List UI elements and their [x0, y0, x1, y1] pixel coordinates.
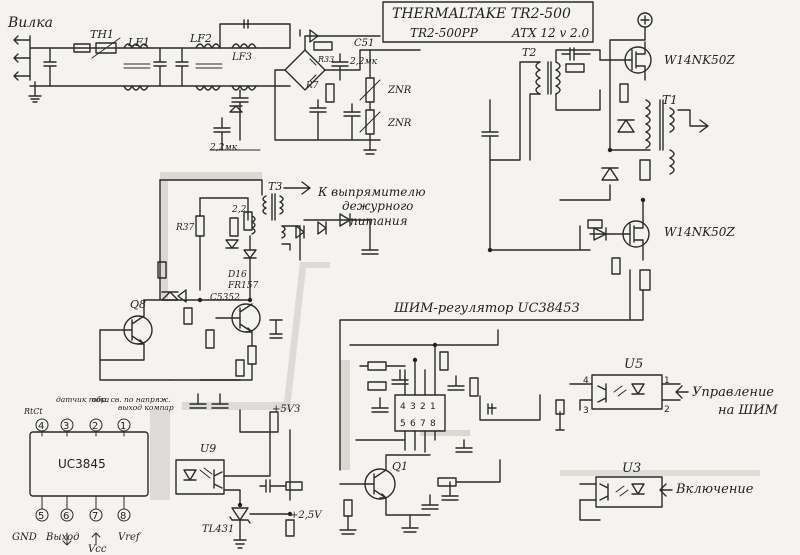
component-labels: Вилка TH1 LF1 LF2 LF3 R33 C51 2,2мк 2,2м…: [7, 15, 779, 555]
u3-label: U3: [622, 461, 641, 476]
fr157-label: FR157: [227, 281, 258, 291]
uc3845-pin-numbers: 4 3 2 1 5 6 7 8: [38, 421, 126, 522]
cap-22mk-top: 2,2мк: [349, 57, 378, 67]
standby-section: [99, 179, 379, 409]
pin1-desc: выход компар: [118, 403, 174, 412]
u5-optocoupler: [569, 374, 689, 411]
lf3-label: LF3: [231, 52, 252, 63]
pin6-desc: Выход: [45, 532, 80, 543]
u5-label: U5: [624, 357, 643, 372]
chip-pin-8: 8: [430, 419, 436, 429]
mosfet-top-label: W14NK50Z: [664, 53, 735, 67]
shaded-areas: [150, 172, 760, 500]
uc3845-pin-7: 7: [92, 511, 98, 522]
pwm-control-label-1: Управление: [692, 385, 774, 400]
title-line-2: TR2-500PP: [410, 26, 479, 40]
znr-label-1: ZNR: [387, 85, 412, 96]
standby-note-1: К выпрямителю: [317, 185, 426, 199]
pin5-desc: GND: [12, 532, 37, 543]
pin2-desc: обр. св. по напряж.: [92, 395, 171, 404]
q8-label: Q8: [130, 298, 146, 311]
plus-5v-label: +5VЗ: [272, 404, 300, 415]
uc3845-pin-8: 8: [120, 511, 126, 522]
uc3845-pin-6: 6: [63, 511, 69, 522]
t3-label: T3: [268, 180, 282, 193]
chip-pin-3: 3: [410, 402, 416, 412]
standby-note-2: дежурного: [342, 199, 413, 213]
mains-input-section: [13, 19, 421, 155]
pwm-chip-pin-numbers: 4 3 2 1 5 6 7 8: [400, 402, 436, 429]
lf2-label: LF2: [189, 32, 212, 45]
chip-pin-7: 7: [420, 419, 426, 429]
u9-label: U9: [200, 442, 216, 455]
pin3-desc: датчик тока: [56, 395, 109, 404]
title-line-1: THERMALTAKE TR2-500: [392, 6, 571, 22]
r37-label: R37: [175, 223, 195, 233]
lf1-label: LF1: [127, 36, 150, 49]
th1-label: TH1: [90, 28, 114, 41]
chip-pin-2: 2: [420, 402, 426, 412]
uc3845-pin-5: 5: [38, 511, 44, 522]
pin7-desc: Vcc: [88, 544, 107, 555]
uc3845-pin-3: 3: [63, 421, 69, 432]
standby-note-3: питания: [350, 214, 408, 228]
pin4-desc: RtCt: [23, 407, 43, 416]
pin8-desc: Vref: [118, 532, 142, 543]
u5-pin-3: 3: [583, 406, 589, 416]
power-on-label: Включение: [675, 482, 754, 497]
plug-label: Вилка: [7, 15, 53, 31]
c5352-label: C5352: [210, 293, 240, 303]
chip-pin-4: 4: [400, 402, 406, 412]
feedback-section: [175, 409, 303, 549]
title-block: THERMALTAKE TR2-500 TR2-500PP ATX 12 v 2…: [382, 1, 594, 43]
u5-pin-numbers: 4 3 1 2: [583, 376, 670, 416]
uc3845-label: UC3845: [58, 457, 106, 471]
q1-label: Q1: [392, 460, 408, 473]
r7-label: R7: [305, 81, 319, 91]
uc3845-pinout: [29, 418, 149, 546]
u5-pin-1: 1: [664, 376, 670, 386]
c51-label: C51: [354, 38, 374, 49]
u5-pin-4: 4: [583, 376, 589, 386]
znr-label-2: ZNR: [387, 118, 412, 129]
pwm-title: ШИМ-регулятор UC3845З: [393, 301, 580, 316]
d16-label: D16: [227, 270, 247, 280]
q1-section: [339, 454, 501, 535]
r22-label: 2,2: [231, 205, 247, 215]
chip-pin-5: 5: [400, 419, 406, 429]
pwm-control-label-2: на ШИМ: [718, 403, 779, 418]
chip-pin-1: 1: [430, 402, 436, 412]
r33-label: R33: [317, 55, 334, 64]
uc3845-pin-1: 1: [120, 421, 126, 432]
plus-25v-label: +2,5V: [290, 510, 323, 521]
uc3845-pin-2: 2: [92, 421, 98, 432]
u5-pin-2: 2: [664, 405, 670, 415]
half-bridge-section: [339, 12, 709, 471]
mosfet-bottom-label: W14NK50Z: [664, 225, 735, 239]
t2-label: T2: [522, 46, 536, 59]
title-line-3: ATX 12 v 2.0: [511, 26, 589, 40]
chip-pin-6: 6: [410, 419, 416, 429]
t1-label: T1: [662, 93, 678, 107]
tl431-label: TL431: [202, 524, 234, 535]
cap-22mk-bottom: 2,2мк: [209, 143, 238, 153]
pwm-controller-section: [349, 329, 565, 453]
uc3845-pin-4: 4: [38, 421, 44, 432]
u3-optocoupler: [579, 476, 673, 521]
